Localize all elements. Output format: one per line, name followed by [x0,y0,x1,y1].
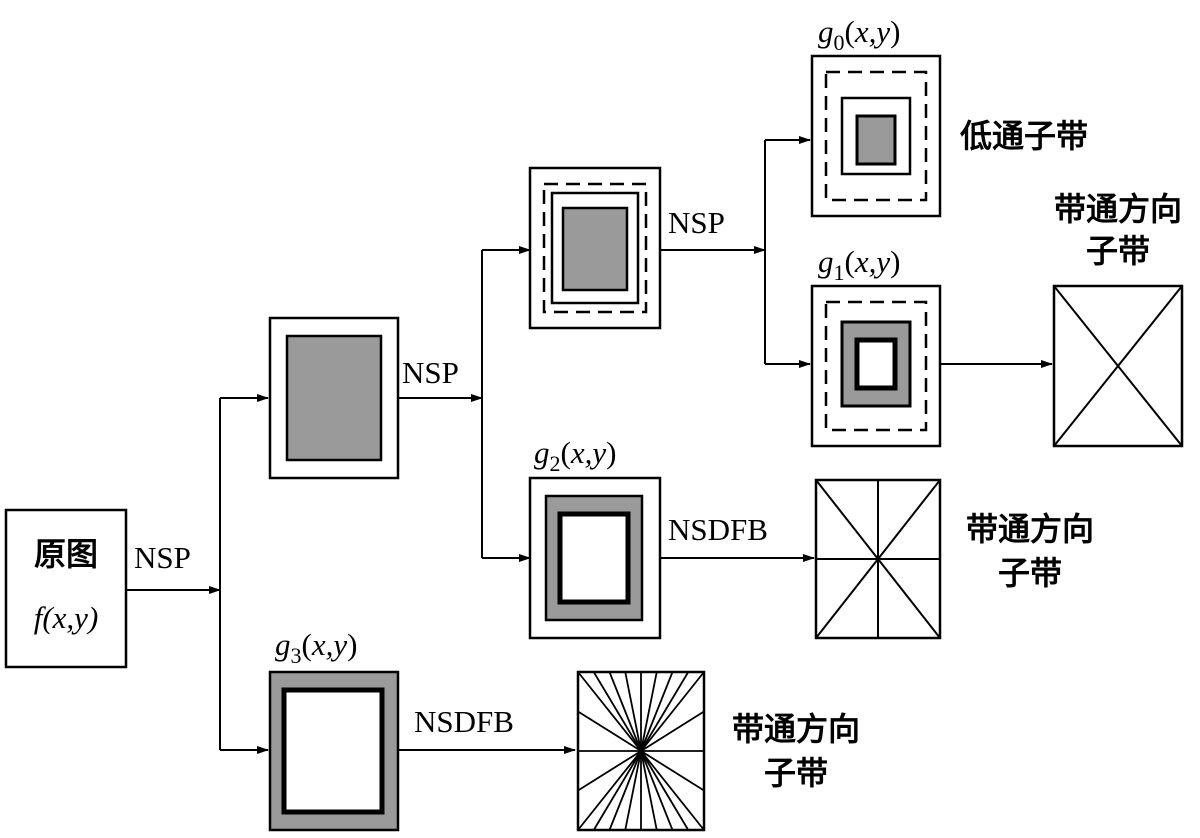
lowpass-subband-label: 低通子带 [960,117,1088,155]
g3-spectrum-box [268,670,400,832]
source-function: f(x,y) [34,600,99,635]
op-label-nsdfb-2: NSDFB [414,704,514,739]
g0-spectrum-box [810,54,942,218]
bandpass-label-2-line2: 子带 [998,554,1062,592]
g1-spectrum-box [810,284,942,448]
directional-subband-8dir [814,478,942,640]
g3-label: g3(x,y) [275,627,357,668]
op-label-nsdfb-1: NSDFB [668,512,768,547]
g2-label: g2(x,y) [534,435,616,476]
op-label-nsp-2: NSP [402,355,459,390]
g0-label: g0(x,y) [818,14,900,55]
op-label-nsp-1: NSP [134,540,191,575]
directional-subband-2dir [1052,284,1184,448]
level1-spectrum-box [268,316,400,480]
directional-subband-16dir [576,670,706,832]
bandpass-label-2-line1: 带通方向 [966,510,1094,548]
level2-spectrum-box [528,166,662,330]
source-box [4,508,128,669]
source-label: 原图 [34,535,98,573]
bandpass-label-1-line2: 子带 [1086,232,1150,270]
op-label-nsp-3: NSP [668,205,725,240]
direction-line [592,671,690,831]
g2-spectrum-box [528,476,662,640]
bandpass-label-3-line2: 子带 [764,754,828,792]
g1-label: g1(x,y) [818,244,900,285]
bandpass-label-1-line1: 带通方向 [1054,190,1182,228]
bandpass-label-3-line1: 带通方向 [732,710,860,748]
connector-lines [127,136,1053,754]
